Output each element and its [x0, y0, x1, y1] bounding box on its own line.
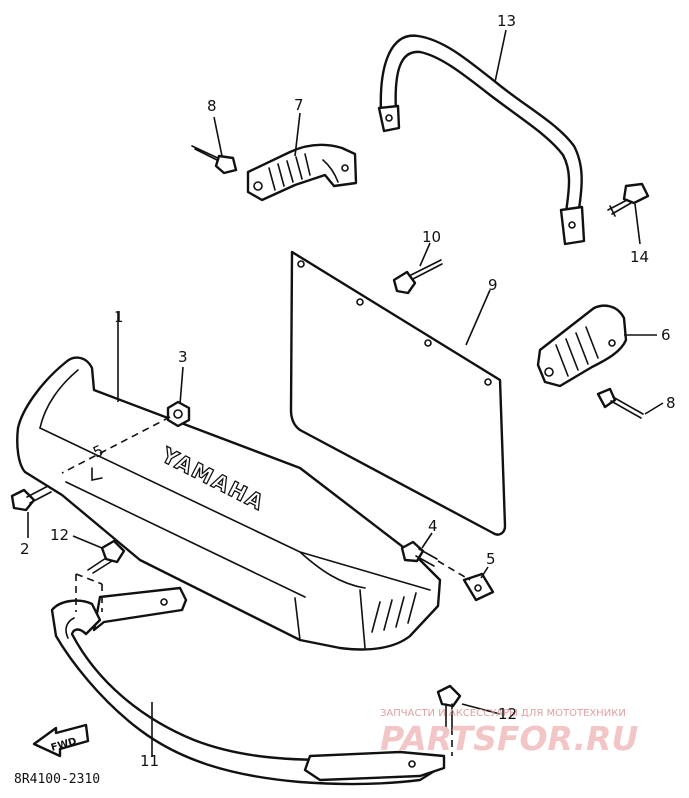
callout-9: 9: [488, 276, 498, 294]
callout-numbers: 1 3 2 4 5 5 6 7 8 8 9 10 11 12 12 13 14: [20, 12, 676, 770]
callout-8-lower: 8: [666, 394, 676, 412]
bolt-2: [10, 485, 52, 512]
callout-5: 5: [486, 550, 496, 568]
bracket-bar-11: [50, 586, 446, 786]
leader-lines: [27, 29, 664, 757]
watermark: ЗАПЧАСТИ И АКСЕССУАРЫ ДЛЯ МОТОТЕХНИКИ PA…: [380, 708, 638, 758]
callout-10: 10: [422, 228, 441, 246]
callout-11: 11: [140, 752, 159, 770]
grab-handle-13: [377, 34, 586, 246]
screw-10: [392, 259, 443, 295]
plate-9: [289, 250, 507, 536]
screw-8-upper: [191, 145, 238, 175]
callout-6: 6: [661, 326, 671, 344]
bracket-7: [246, 143, 358, 202]
bumper-body-1: YAMAHA: [16, 356, 442, 651]
bolt-14: [607, 182, 650, 217]
callout-1: 1: [114, 308, 124, 326]
callout-12-upper: 12: [50, 526, 69, 544]
bracket-6: [536, 304, 628, 388]
bolt-12-upper: [87, 539, 126, 574]
callout-12-lower: 12: [498, 705, 517, 723]
callout-8-upper: 8: [207, 97, 217, 115]
callout-4: 4: [428, 517, 438, 535]
assembly-lines: [61, 416, 471, 756]
watermark-logo: PARTSFOR.RU: [380, 719, 638, 758]
screw-8-lower: [596, 387, 644, 419]
nut-5: [462, 572, 495, 602]
callout-2: 2: [20, 540, 30, 558]
bolt-12-lower: [436, 684, 462, 729]
diagram-code: 8R4100-2310: [14, 772, 100, 787]
bolt-4: [400, 540, 438, 567]
callout-14: 14: [630, 248, 649, 266]
fwd-arrow-icon: FWD: [32, 723, 90, 758]
watermark-tagline: ЗАПЧАСТИ И АКСЕССУАРЫ ДЛЯ МОТОТЕХНИКИ: [380, 708, 626, 719]
nut-3: [166, 400, 191, 428]
callout-3: 3: [178, 348, 188, 366]
callout-13: 13: [497, 12, 516, 30]
callout-7: 7: [294, 96, 304, 114]
